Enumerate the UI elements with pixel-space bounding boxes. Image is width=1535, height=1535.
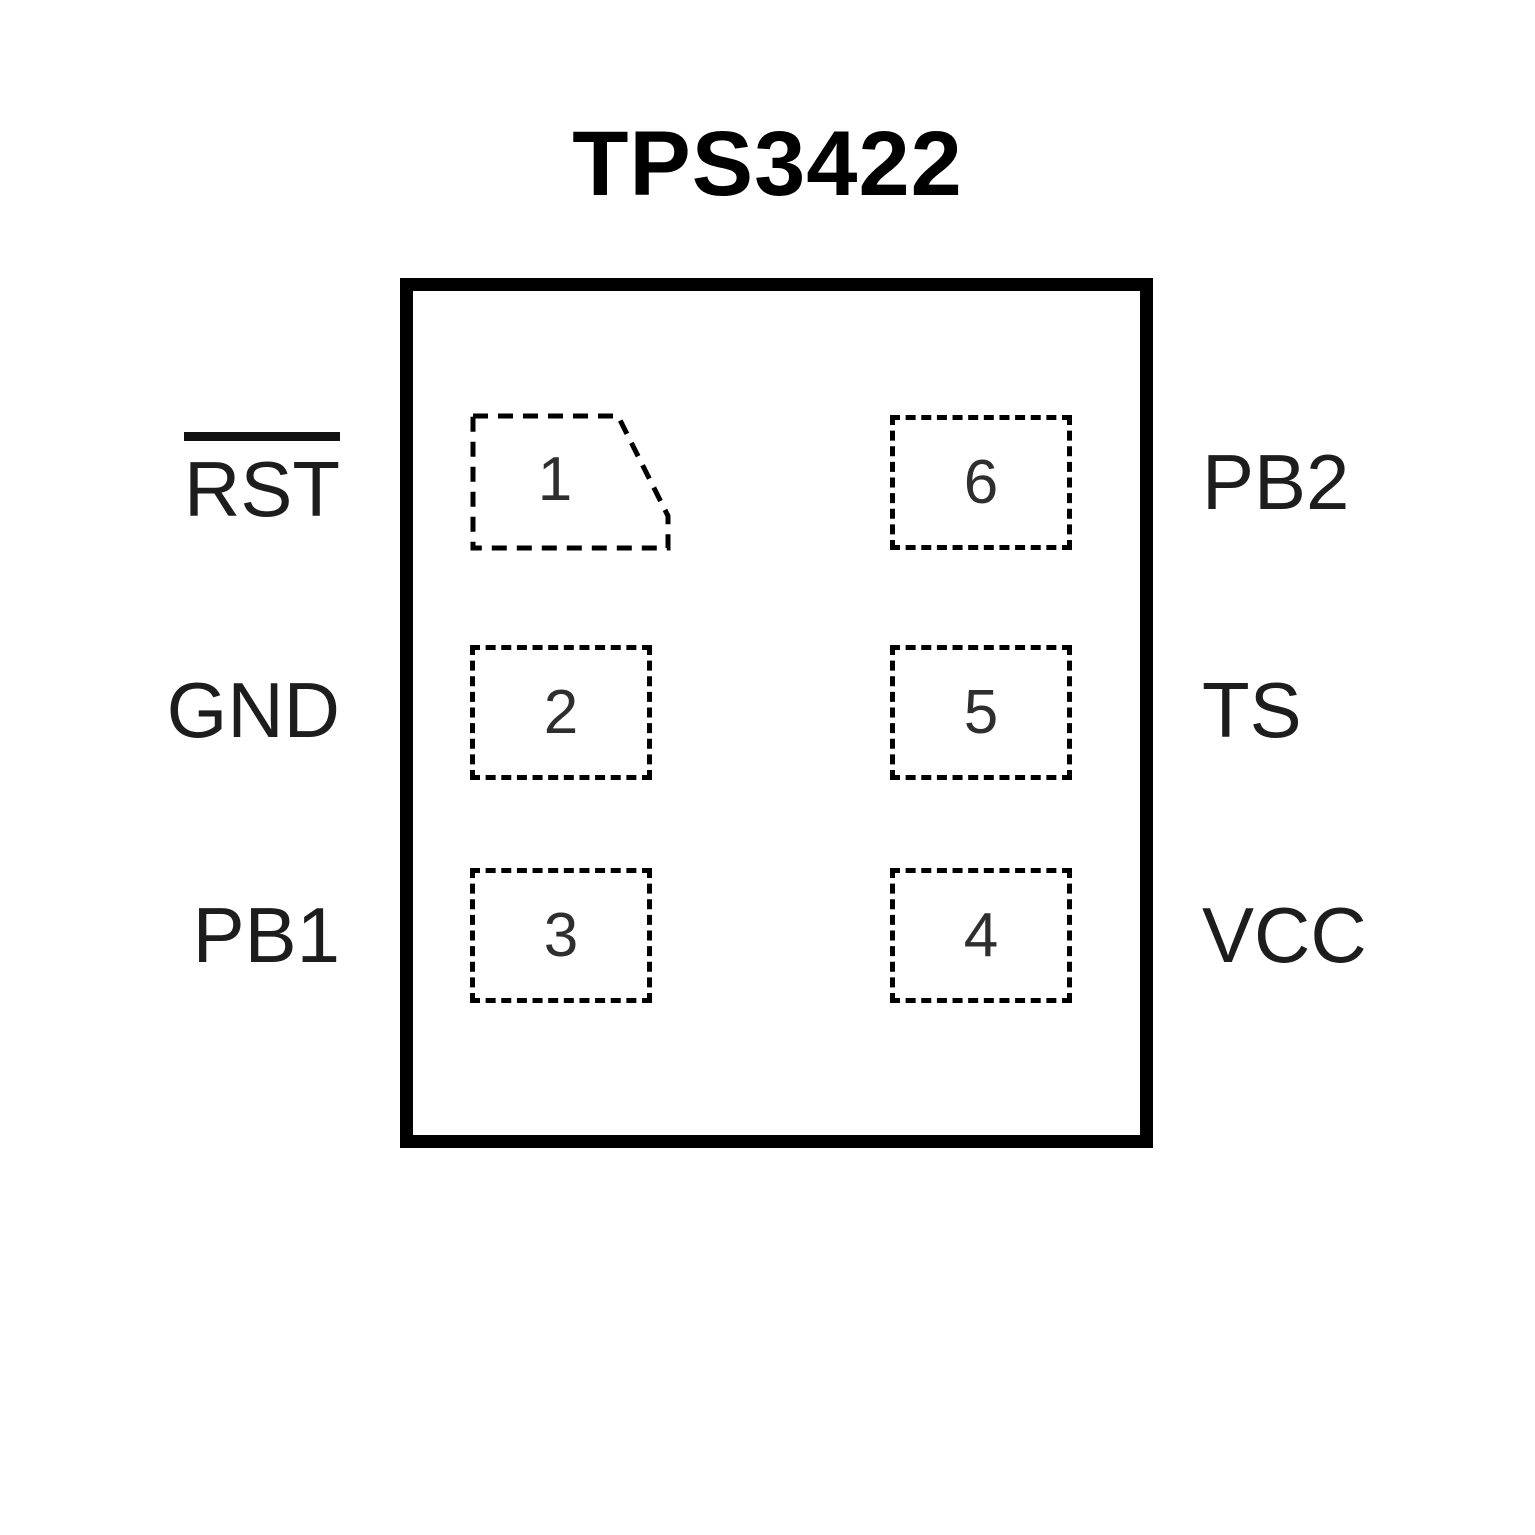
- pin-box-3: 3: [470, 868, 652, 1003]
- pin-label-rst-text: RST: [184, 432, 340, 532]
- pin-box-5: 5: [890, 645, 1072, 780]
- pin-label-pb2: PB2: [1202, 438, 1350, 526]
- pin-number-2: 2: [543, 677, 579, 747]
- pin1-chamfer-outline: [470, 413, 671, 551]
- pin-number-4: 4: [963, 900, 999, 970]
- pin-box-4: 4: [890, 868, 1072, 1003]
- pin-number-1: 1: [537, 444, 573, 514]
- pin-label-gnd: GND: [166, 666, 340, 754]
- pin-number-3: 3: [543, 900, 579, 970]
- pin-box-6: 6: [890, 415, 1072, 550]
- pin-number-6: 6: [963, 447, 999, 517]
- pin-label-pb1: PB1: [192, 891, 340, 979]
- pin-box-1: 1: [470, 413, 672, 551]
- pin-label-rst: RST: [60, 432, 340, 532]
- pin-number-5: 5: [963, 677, 999, 747]
- pin-label-ts: TS: [1202, 666, 1302, 754]
- pin-box-2: 2: [470, 645, 652, 780]
- pin-label-vcc: VCC: [1202, 891, 1367, 979]
- chip-title: TPS3422: [572, 113, 963, 215]
- chip-outline: [400, 278, 1153, 1148]
